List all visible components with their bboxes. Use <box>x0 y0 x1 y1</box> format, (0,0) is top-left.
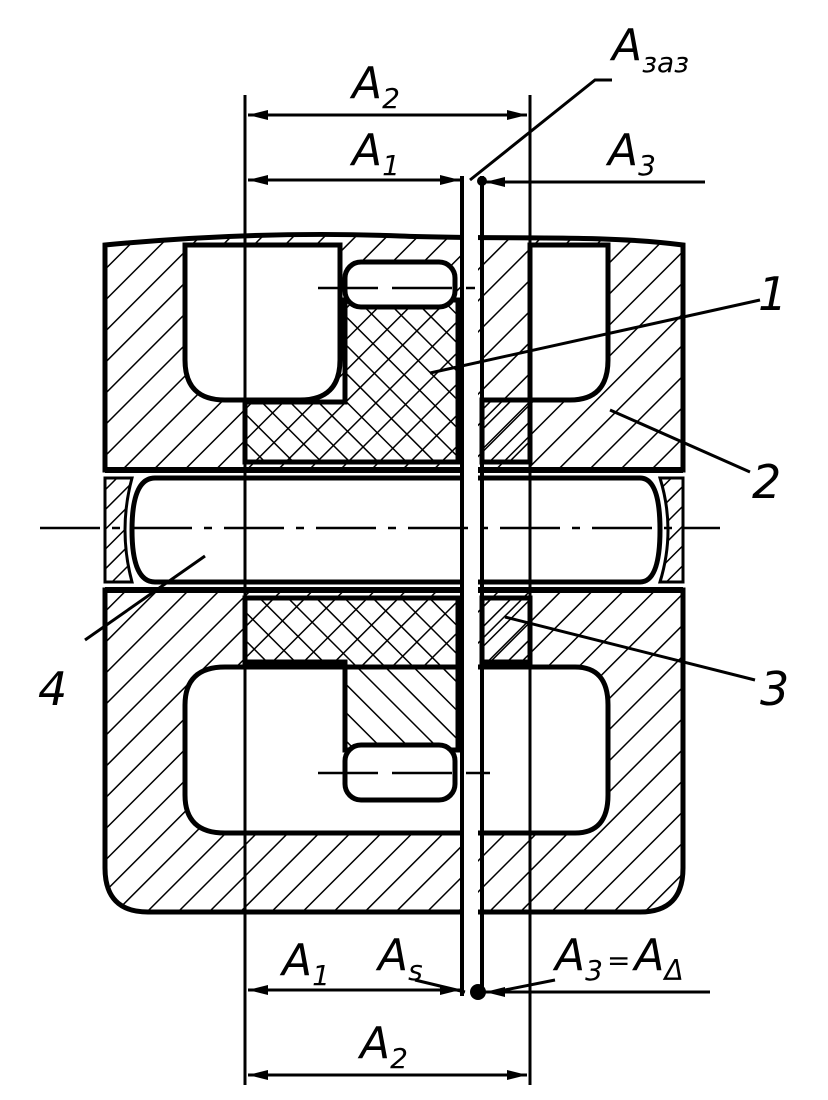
gap-dot-bottom <box>470 984 486 1000</box>
axle-part-4 <box>103 467 685 593</box>
part-number-2: 2 <box>752 455 781 509</box>
label-a1-top: A1 <box>349 125 400 182</box>
gap-slot <box>460 176 484 996</box>
label-a2-bottom: A2 <box>357 1018 408 1075</box>
label-a-s: As <box>375 930 423 987</box>
part-number-3: 3 <box>760 662 789 716</box>
part-number-1: 1 <box>758 267 787 321</box>
leader-lines <box>84 78 761 994</box>
label-a3-top: A3 <box>605 125 656 182</box>
center-lines <box>40 286 720 775</box>
label-a-zaz: Aзaз <box>609 20 689 79</box>
label-a2-top: A2 <box>349 58 400 115</box>
label-a3-eq-a-delta: A3=AΔ <box>552 930 684 987</box>
gap-dot-top <box>477 176 487 186</box>
dimension-lines <box>248 110 710 1080</box>
part-number-4: 4 <box>38 662 67 716</box>
extension-lines <box>243 95 532 1085</box>
washer-part-3 <box>479 397 533 665</box>
label-a1-bottom: A1 <box>279 935 330 992</box>
